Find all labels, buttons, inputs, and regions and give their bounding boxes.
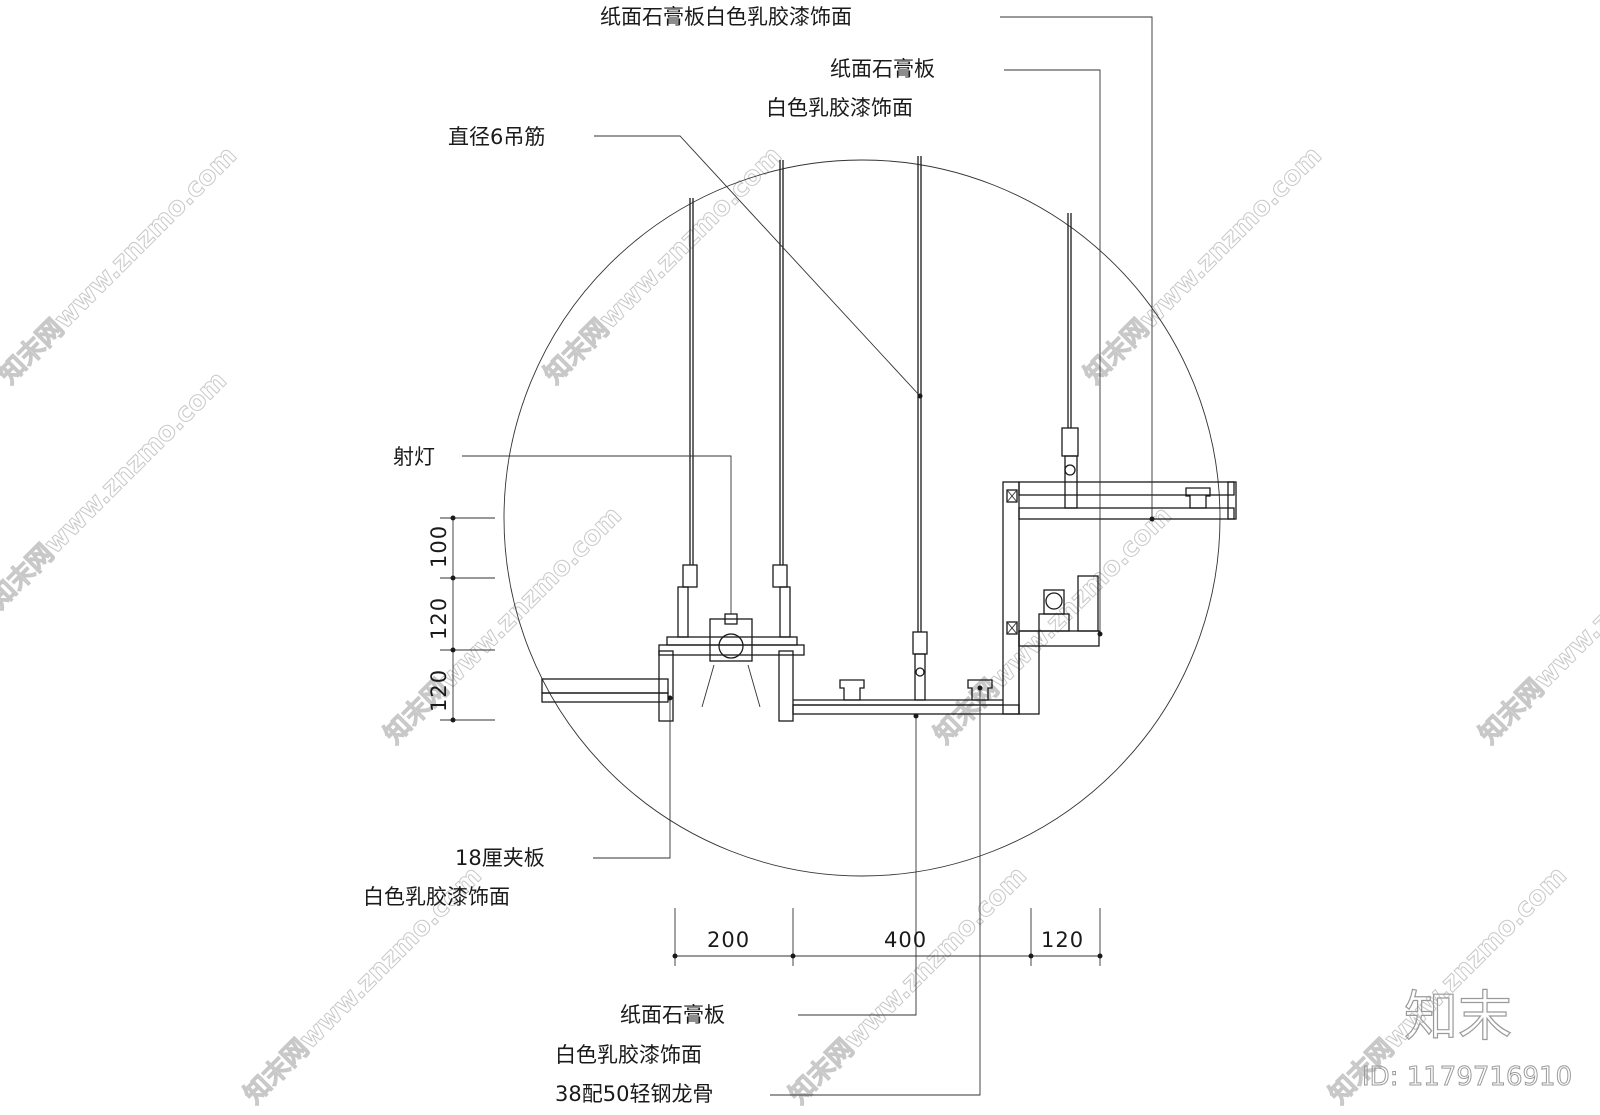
label-finish-4: 白色乳胶漆饰面 — [555, 1043, 702, 1067]
label-hanger: 直径6吊筋 — [448, 125, 545, 149]
watermark-text: 知末网www.znzmo.com — [0, 366, 233, 615]
watermark-layer: 知末网www.znzmo.com 知末网www.znzmo.com 知末网www… — [0, 140, 1600, 1110]
label-plywood: 18厘夹板 — [455, 846, 545, 870]
watermark-text: 知末网www.znzmo.com — [784, 861, 1033, 1110]
label-finish-2: 白色乳胶漆饰面 — [766, 96, 913, 120]
label-spotlight: 射灯 — [393, 445, 435, 469]
hanger-rods — [689, 156, 1072, 632]
step-wall — [1002, 427, 1237, 715]
vertical-dimension: 100 120 120 — [427, 515, 495, 723]
dim-v-100: 100 — [427, 525, 451, 568]
label-board-4: 纸面石膏板 — [620, 1003, 725, 1027]
brand-logo: 知末 — [1404, 985, 1512, 1048]
dim-h-120: 120 — [1041, 928, 1084, 952]
label-finish-3: 白色乳胶漆饰面 — [363, 885, 510, 909]
dim-h-200: 200 — [707, 928, 750, 952]
label-top-board-finish: 纸面石膏板白色乳胶漆饰面 — [600, 5, 852, 29]
dim-h-400: 400 — [884, 928, 927, 952]
dim-v-120b: 120 — [427, 669, 451, 712]
spotlight-slot — [658, 564, 805, 722]
watermark-text: 知末网www.znzmo.com — [1474, 501, 1600, 750]
horizontal-dimension: 200 400 120 — [672, 908, 1103, 966]
image-id: ID: 1179716910 — [1362, 1062, 1572, 1092]
watermark-text: 知末网www.znzmo.com — [0, 141, 243, 390]
annotation-labels: 纸面石膏板白色乳胶漆饰面 纸面石膏板 白色乳胶漆饰面 直径6吊筋 射灯 18厘夹… — [363, 5, 935, 1106]
label-keel: 38配50轻钢龙骨 — [555, 1082, 713, 1106]
watermark-text: 知末网www.znzmo.com — [379, 501, 628, 750]
leader-lines — [462, 16, 1155, 1096]
label-board-2: 纸面石膏板 — [830, 57, 935, 81]
middle-ceiling-board — [792, 631, 1020, 715]
left-ceiling-board — [541, 678, 669, 703]
detail-circle — [503, 159, 1221, 877]
watermark-text: 知末网www.znzmo.com — [929, 501, 1178, 750]
dim-v-120a: 120 — [427, 597, 451, 640]
